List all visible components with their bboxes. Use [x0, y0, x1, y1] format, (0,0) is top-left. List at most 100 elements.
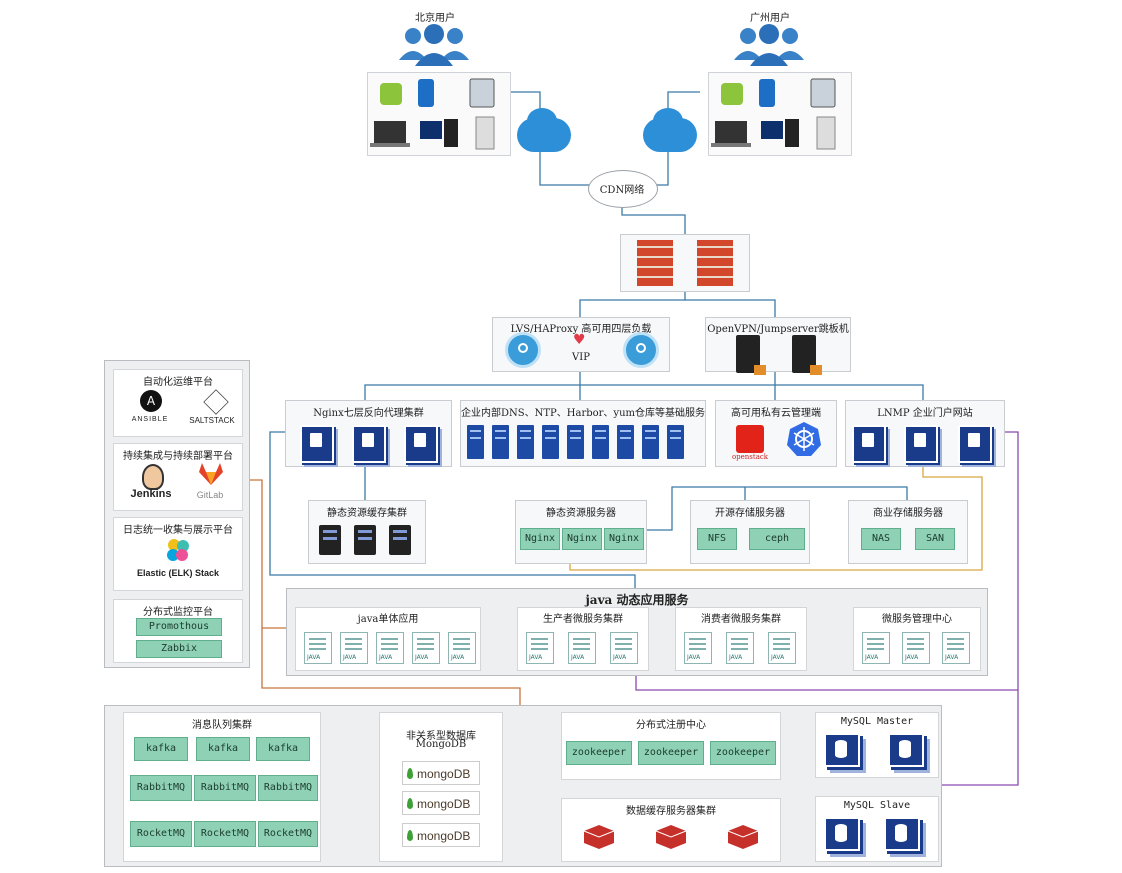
java-file-icon: JAVA — [726, 632, 754, 664]
vip-label: VIP — [572, 352, 590, 363]
java-file-icon: JAVA — [568, 632, 596, 664]
static-cache-title: 静态资源缓存集群 — [327, 508, 407, 519]
rack-icon — [467, 425, 484, 459]
java-file-icon: JAVA — [448, 632, 476, 664]
log-platform-box: 日志统一收集与展示平台 Elastic (ELK) Stack — [113, 517, 243, 591]
mongodb-node: mongoDB — [402, 761, 480, 785]
java-file-icon: JAVA — [902, 632, 930, 664]
web-server-icon — [852, 425, 886, 463]
database-icon — [824, 733, 860, 767]
data-layer-area: 消息队列集群 kafka kafka kafka RabbitMQ Rabbit… — [104, 705, 942, 867]
log-platform-title: 日志统一收集与展示平台 — [123, 525, 233, 536]
ci-platform-title: 持续集成与持续部署平台 — [123, 451, 233, 462]
redis-icon — [655, 825, 687, 849]
rack-icon — [667, 425, 684, 459]
registry-box: 分布式注册中心 zookeeper zookeeper zookeeper — [561, 712, 781, 780]
java-file-icon: JAVA — [942, 632, 970, 664]
ansible-label: ANSIBLE — [131, 416, 169, 423]
private-cloud-title: 高可用私有云管理端 — [731, 408, 821, 419]
nosql-subtitle: MongoDB — [415, 739, 467, 750]
openvpn-title: OpenVPN/Jumpserver跳板机 — [707, 324, 849, 335]
cdn-node — [588, 170, 658, 208]
mongodb-leaf-icon — [407, 830, 413, 841]
nginx-node: Nginx — [562, 528, 602, 550]
load-balancer-icon — [505, 332, 541, 368]
monitor-platform-box: 分布式监控平台 Promothous Zabbix — [113, 599, 243, 663]
infra-services-box: 企业内部DNS、NTP、Harbor、yum仓库等基础服务 — [460, 400, 706, 467]
ops-platform-title: 自动化运维平台 — [143, 377, 213, 388]
nosql-title: 非关系型数据库 — [406, 731, 476, 742]
guangzhou-devices — [708, 72, 852, 156]
consumer-box: 消费者微服务集群 JAVA JAVA JAVA — [675, 607, 807, 671]
biz-storage-title: 商业存储服务器 — [873, 508, 943, 519]
rack-icon — [642, 425, 659, 459]
mysql-slave-title: MySQL Slave — [843, 800, 911, 811]
ci-platform-box: 持续集成与持续部署平台 Jenkins GitLab — [113, 443, 243, 511]
mgmt-box: 微服务管理中心 JAVA JAVA JAVA — [853, 607, 981, 671]
gitlab-icon — [199, 463, 223, 485]
java-file-icon: JAVA — [376, 632, 404, 664]
redis-icon — [727, 825, 759, 849]
cdn-label: CDN网络 — [599, 185, 645, 196]
firewall-icon — [637, 240, 673, 286]
java-file-icon: JAVA — [684, 632, 712, 664]
web-server-icon — [958, 425, 992, 463]
lnmp-title: LNMP 企业门户网站 — [877, 408, 973, 419]
mysql-master-title: MySQL Master — [840, 716, 914, 727]
static-cache-box: 静态资源缓存集群 — [308, 500, 426, 564]
saltstack-icon — [203, 389, 229, 415]
nfs-node: NFS — [697, 528, 737, 550]
nginx-proxy-title: Nginx七层反向代理集群 — [313, 408, 424, 419]
rabbitmq-node: RabbitMQ — [194, 775, 256, 801]
java-file-icon: JAVA — [610, 632, 638, 664]
biz-storage-box: 商业存储服务器 NAS SAN — [848, 500, 968, 564]
users-group-icon — [399, 24, 469, 66]
server-icon — [389, 525, 411, 555]
producer-title: 生产者微服务集群 — [543, 614, 623, 625]
firewall-icon — [697, 240, 733, 286]
elastic-icon — [167, 539, 189, 561]
mq-box: 消息队列集群 kafka kafka kafka RabbitMQ Rabbit… — [123, 712, 321, 862]
rocketmq-node: RocketMQ — [258, 821, 318, 847]
monitor-platform-title: 分布式监控平台 — [143, 607, 213, 618]
java-file-icon: JAVA — [768, 632, 796, 664]
redis-icon — [583, 825, 615, 849]
web-server-icon — [904, 425, 938, 463]
zookeeper-node: zookeeper — [710, 741, 776, 765]
rack-icon — [567, 425, 584, 459]
load-balancer-icon — [623, 332, 659, 368]
jenkins-icon — [142, 464, 164, 490]
static-server-title: 静态资源服务器 — [546, 508, 616, 519]
san-node: SAN — [915, 528, 955, 550]
openvpn-box: OpenVPN/Jumpserver跳板机 — [705, 317, 851, 375]
kubernetes-icon — [787, 422, 821, 456]
lnmp-box: LNMP 企业门户网站 — [845, 400, 1005, 467]
rocketmq-node: RocketMQ — [194, 821, 256, 847]
java-mono-title: java单体应用 — [357, 614, 419, 625]
users-group-icon — [734, 24, 804, 66]
kafka-node: kafka — [134, 737, 188, 761]
wifi-cloud-icon — [643, 108, 697, 152]
java-file-icon: JAVA — [526, 632, 554, 664]
nas-node: NAS — [861, 528, 901, 550]
beijing-users-label: 北京用户 — [415, 13, 455, 24]
rack-icon — [617, 425, 634, 459]
server-icon — [736, 335, 766, 375]
zookeeper-node: zookeeper — [638, 741, 704, 765]
private-cloud-box: 高可用私有云管理端 openstack — [715, 400, 837, 467]
openstack-icon — [736, 425, 764, 453]
kafka-node: kafka — [196, 737, 250, 761]
java-file-icon: JAVA — [304, 632, 332, 664]
registry-title: 分布式注册中心 — [636, 720, 706, 731]
wifi-cloud-icon — [517, 108, 571, 152]
rack-icon — [492, 425, 509, 459]
rabbitmq-node: RabbitMQ — [130, 775, 192, 801]
infra-title: 企业内部DNS、NTP、Harbor、yum仓库等基础服务 — [461, 408, 706, 419]
gitlab-label: GitLab — [196, 490, 224, 500]
guangzhou-users-label: 广州用户 — [750, 13, 790, 24]
open-storage-title: 开源存储服务器 — [715, 508, 785, 519]
server-icon — [354, 525, 376, 555]
rack-icon — [542, 425, 559, 459]
elk-label: Elastic (ELK) Stack — [136, 568, 220, 578]
